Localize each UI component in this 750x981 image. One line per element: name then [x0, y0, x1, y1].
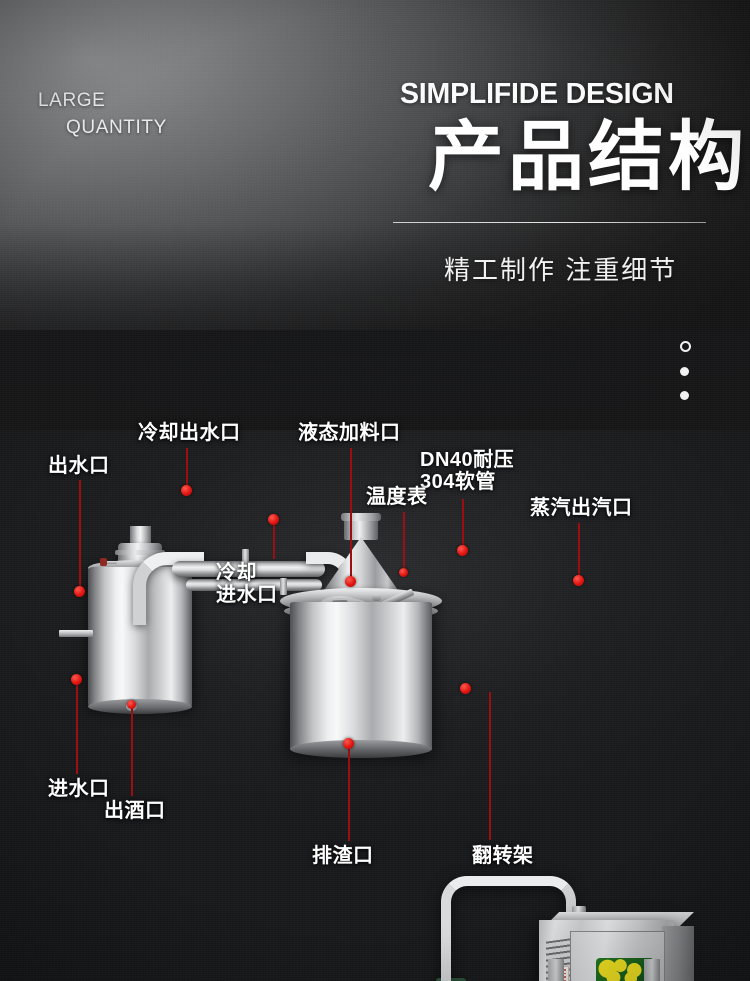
- callout-label-slag-discharge[interactable]: 排渣口: [312, 845, 374, 867]
- kettle-shell: [290, 602, 432, 750]
- leader-liquor-outlet: [131, 708, 133, 796]
- callout-label-liquid-feed-port[interactable]: 液态加料口: [298, 422, 401, 444]
- callout-label-liquor-outlet[interactable]: 出酒口: [104, 800, 166, 822]
- kicker-line-2: QUANTITY: [66, 116, 167, 138]
- kettle-bottom: [290, 740, 432, 758]
- leader-slag-discharge: [348, 748, 350, 841]
- pressure-hose-line-2: 304软管: [420, 471, 496, 493]
- callout-label-steam-outlet[interactable]: 蒸汽出汽口: [530, 497, 633, 519]
- leader-water-outlet: [79, 480, 81, 592]
- callout-label-water-inlet[interactable]: 进水口: [48, 778, 110, 800]
- callout-dot-tilting-frame[interactable]: [460, 683, 471, 694]
- generator-side-panel: [662, 926, 694, 981]
- kicker-line-1: LARGE: [38, 90, 106, 111]
- callout-label-thermometer[interactable]: 温度表: [366, 486, 428, 508]
- leader-steam-outlet: [578, 523, 580, 581]
- kicker-text: LARGE QUANTITY: [38, 88, 167, 142]
- callout-dot-cooling-water-in[interactable]: [268, 514, 279, 525]
- title-divider: [393, 222, 706, 223]
- condenser-water-outlet-nozzle: [59, 630, 93, 637]
- callout-label-pressure-hose[interactable]: DN40耐压 304软管: [420, 449, 514, 493]
- page-subtitle: 精工制作 注重细节: [444, 255, 678, 285]
- leader-thermometer: [403, 512, 405, 572]
- leader-tilting-frame: [489, 692, 491, 840]
- callout-dot-liquor-outlet[interactable]: [127, 700, 136, 709]
- callout-label-water-outlet[interactable]: 出水口: [48, 455, 110, 477]
- condenser-base: [88, 699, 192, 714]
- leader-water-inlet: [76, 682, 78, 774]
- page-title: 产品结构: [428, 115, 748, 200]
- generator-leg-right: [644, 959, 660, 981]
- pressure-hose-line-1: DN40耐压: [420, 449, 515, 471]
- cooling-water-in-line-1: 冷却: [216, 562, 257, 584]
- callout-dot-pressure-hose[interactable]: [457, 545, 468, 556]
- callout-label-tilting-frame[interactable]: 翻转架: [472, 845, 534, 867]
- leader-cooling-water-in: [273, 523, 275, 559]
- leader-pressure-hose: [462, 499, 464, 550]
- condenser-relief-valve: [100, 558, 117, 567]
- callout-dot-water-inlet[interactable]: [71, 674, 82, 685]
- callout-dot-slag-discharge[interactable]: [343, 738, 354, 749]
- eyebrow-heading: SIMPLIFIDE DESIGN: [400, 78, 674, 110]
- lid-bolt-3: [372, 594, 381, 601]
- generator-leg-left: [548, 959, 564, 981]
- callout-dot-steam-outlet[interactable]: [573, 575, 584, 586]
- leader-liquid-feed-port: [350, 448, 352, 582]
- callout-label-cooling-water-in[interactable]: 冷却 进水口: [216, 562, 278, 606]
- callout-dot-cooling-water-out[interactable]: [181, 485, 192, 496]
- cooling-water-in-nipple: [280, 578, 287, 595]
- cooling-water-in-line-2: 进水口: [216, 584, 278, 606]
- callout-dot-liquid-feed-port[interactable]: [345, 576, 356, 587]
- callout-dot-water-outlet[interactable]: [74, 586, 85, 597]
- callout-dot-thermometer[interactable]: [399, 568, 408, 577]
- leader-cooling-water-out: [186, 448, 188, 491]
- callout-label-cooling-water-out[interactable]: 冷却出水口: [138, 422, 241, 444]
